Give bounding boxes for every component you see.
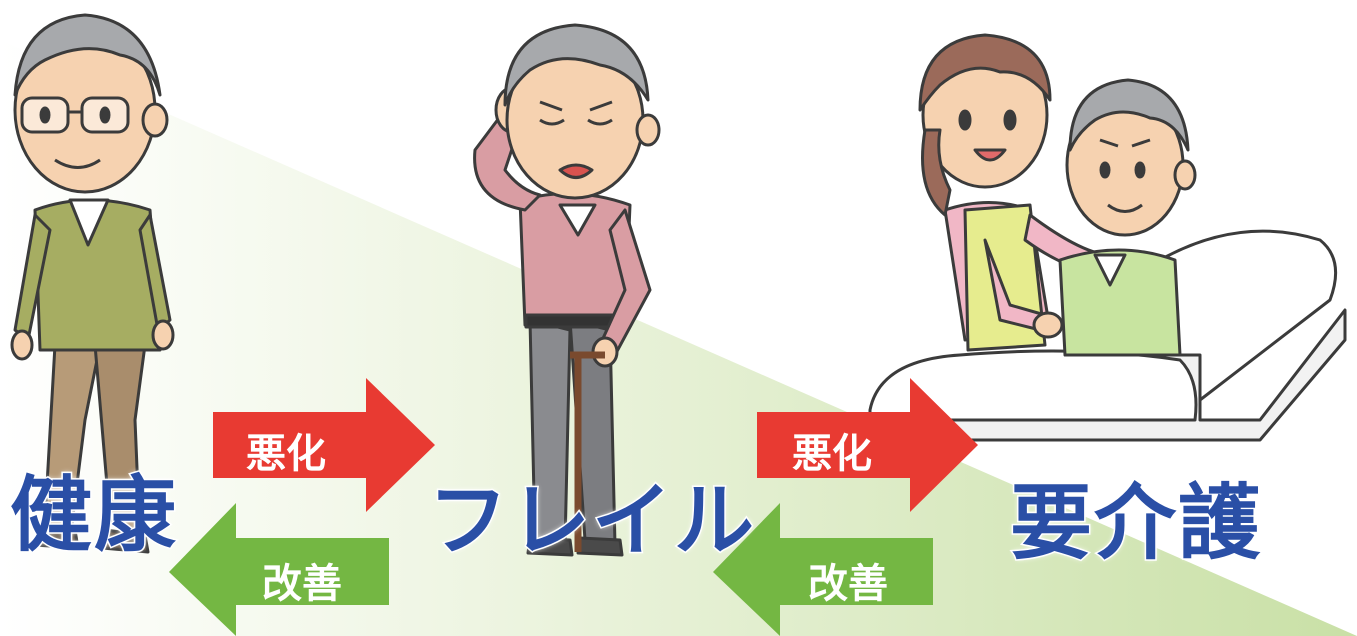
stage-label-health: 健康 bbox=[8, 467, 179, 565]
better-arrow-label-2: 改善 bbox=[808, 561, 888, 607]
worse-arrow-label-2: 悪化 bbox=[792, 431, 872, 477]
worse-arrow-1 bbox=[213, 378, 435, 512]
better-arrow-2 bbox=[713, 503, 933, 636]
caregiver-with-bedridden-elderly-man bbox=[868, 33, 1347, 442]
stage-label-frailty: フレイル bbox=[427, 473, 756, 569]
worse-arrow-label-1: 悪化 bbox=[246, 431, 326, 477]
better-arrow-1 bbox=[169, 503, 389, 636]
worse-arrow-2 bbox=[757, 378, 978, 512]
frail-elderly-man-with-cane bbox=[473, 23, 661, 557]
stage-label-care: 要介護 bbox=[1008, 475, 1263, 573]
better-arrow-label-1: 改善 bbox=[262, 561, 342, 607]
decline-slope bbox=[0, 40, 1357, 636]
healthy-elderly-man bbox=[10, 13, 175, 554]
